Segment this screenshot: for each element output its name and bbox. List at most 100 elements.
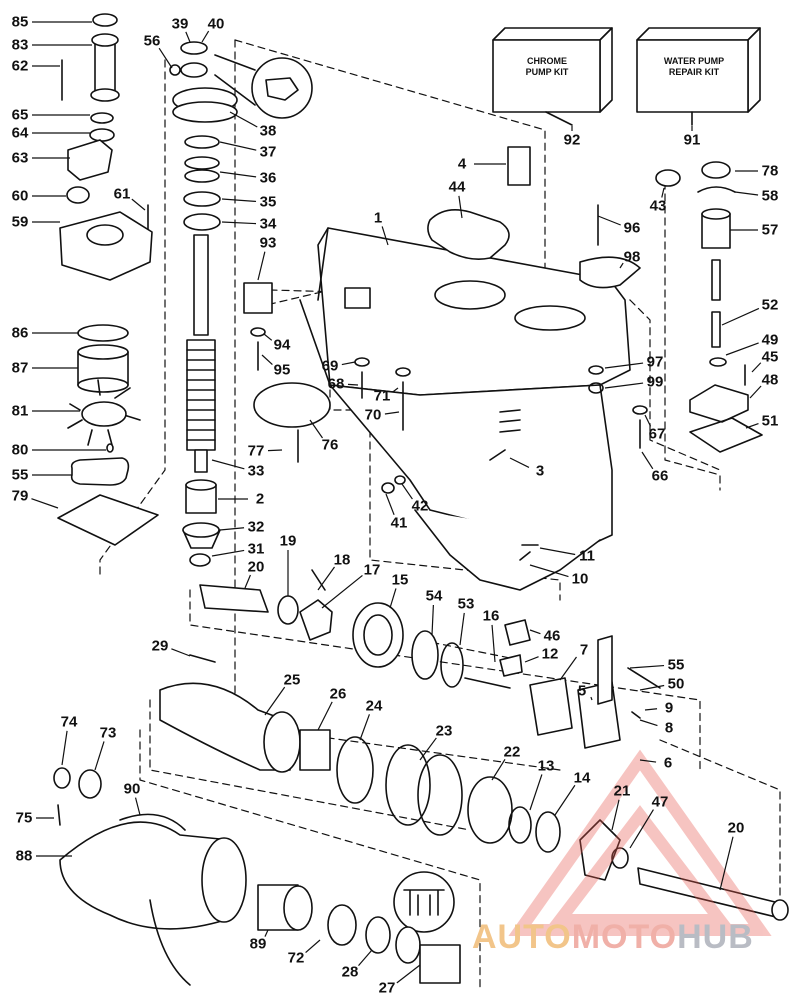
leader-line (305, 939, 321, 954)
callout-65: 65 (11, 106, 29, 124)
watermark-wordmark: AUTOMOTOHUB (472, 918, 754, 957)
callout-68: 68 (327, 375, 345, 393)
callout-70: 70 (364, 406, 382, 424)
callout-6: 6 (663, 754, 673, 772)
callout-38: 38 (259, 122, 277, 140)
leader-line (31, 498, 59, 509)
leader-line (529, 564, 569, 578)
leader-line (641, 451, 654, 470)
leader-line (221, 221, 257, 225)
leader-line (459, 612, 465, 646)
leader-line (639, 759, 657, 763)
watermark-part: HUB (677, 918, 754, 956)
callout-93: 93 (259, 234, 277, 252)
callout-3: 3 (535, 462, 545, 480)
leader-line (590, 696, 593, 701)
callout-26: 26 (329, 685, 347, 703)
leader-line (244, 574, 251, 589)
callout-40: 40 (207, 15, 225, 33)
callout-56: 56 (143, 32, 161, 50)
callout-37: 37 (259, 143, 277, 161)
leader-line (263, 333, 273, 341)
leader-line (219, 141, 257, 151)
leader-line (604, 382, 644, 389)
callout-61: 61 (113, 185, 131, 203)
callout-64: 64 (11, 124, 29, 142)
callout-33: 33 (247, 462, 265, 480)
leader-line (396, 964, 421, 984)
callout-96: 96 (623, 219, 641, 237)
callout-59: 59 (11, 213, 29, 231)
callout-95: 95 (273, 361, 291, 379)
leader-line (719, 836, 734, 891)
callout-76: 76 (321, 436, 339, 454)
leader-line (619, 262, 624, 269)
callout-99: 99 (646, 373, 664, 391)
callout-63: 63 (11, 149, 29, 167)
callout-66: 66 (651, 467, 669, 485)
callout-8: 8 (664, 719, 674, 737)
leader-line (529, 629, 541, 635)
leader-line (554, 784, 576, 816)
leader-line (725, 342, 759, 356)
callout-14: 14 (573, 769, 591, 787)
callout-87: 87 (11, 359, 29, 377)
leader-line (381, 226, 389, 246)
leader-line (431, 604, 434, 636)
leader-line (385, 493, 395, 516)
leader-line (358, 949, 373, 967)
callout-98: 98 (623, 248, 641, 266)
leader-line (629, 664, 665, 669)
leader-line (61, 730, 68, 766)
callout-13: 13 (537, 757, 555, 775)
callout-97: 97 (646, 353, 664, 371)
leader-line (661, 187, 665, 198)
callout-69: 69 (321, 357, 339, 375)
upper-right-parts (243, 146, 763, 561)
callout-90: 90 (123, 780, 141, 798)
leader-line (629, 809, 654, 849)
watermark-part: AUTO (472, 918, 572, 956)
callout-28: 28 (341, 963, 359, 981)
callout-74: 74 (60, 713, 78, 731)
callout-75: 75 (15, 809, 33, 827)
leader-line (264, 929, 269, 937)
callout-23: 23 (435, 722, 453, 740)
leader-line (644, 708, 658, 711)
leader-line (559, 656, 577, 681)
water-pump-kit-box (636, 27, 761, 126)
kit-label-line2: REPAIR KIT (668, 67, 720, 78)
kit-label-line1: WATER PUMP (663, 56, 725, 66)
callout-67: 67 (648, 425, 666, 443)
callout-57: 57 (761, 221, 779, 239)
chrome-pump-kit-label: CHROME PUMP KIT (512, 56, 582, 79)
leader-line (219, 527, 245, 531)
callout-48: 48 (761, 371, 779, 389)
callout-91: 91 (683, 131, 701, 149)
leader-line (321, 574, 363, 609)
leader-line (539, 547, 576, 556)
leader-line (219, 171, 257, 178)
pump-parts-left (57, 13, 159, 546)
callout-51: 51 (761, 412, 779, 430)
watermark-part: MOTO (571, 918, 678, 956)
leader-line (639, 719, 658, 727)
callout-49: 49 (761, 331, 779, 349)
leader-line (185, 31, 191, 43)
callout-34: 34 (259, 215, 277, 233)
leader-line (264, 686, 286, 716)
leader-line (491, 759, 506, 781)
callout-9: 9 (664, 699, 674, 717)
callout-50: 50 (667, 675, 685, 693)
watermark-triangle (508, 749, 772, 936)
leader-line (94, 741, 105, 771)
callout-60: 60 (11, 187, 29, 205)
callout-27: 27 (378, 979, 396, 997)
callout-42: 42 (411, 497, 429, 515)
leader-line (229, 111, 258, 128)
leader-line (392, 387, 399, 393)
leader-line (317, 566, 335, 591)
callout-71: 71 (373, 387, 391, 405)
leader-line (721, 307, 760, 326)
callout-77: 77 (247, 442, 265, 460)
